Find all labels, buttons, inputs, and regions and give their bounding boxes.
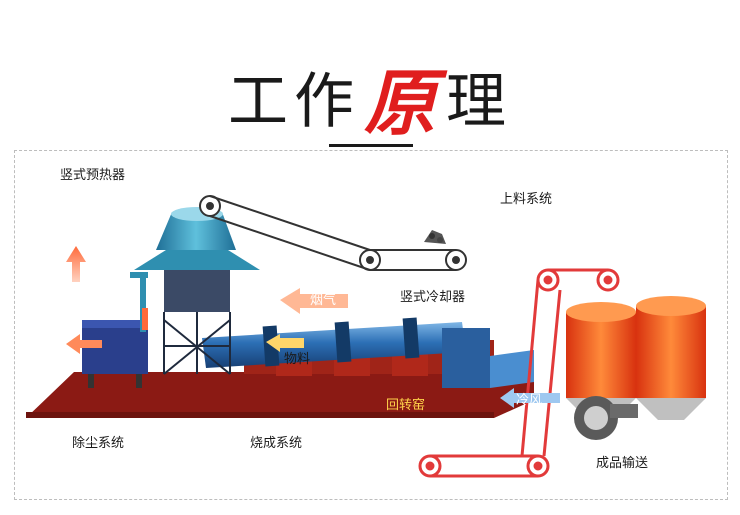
cold-air-label: 冷风 [516, 393, 542, 408]
product-silos [566, 296, 706, 420]
smoke-label: 烟气 [310, 292, 336, 308]
kiln-label: 回转窑 [386, 397, 425, 413]
dust-label: 除尘系统 [72, 436, 125, 451]
title-part-2: 理 [446, 67, 512, 137]
page-title: 工作原理 [0, 44, 740, 149]
product-label: 成品输送 [596, 456, 649, 471]
dust-collector [82, 320, 148, 388]
raw-material-pile [424, 230, 446, 244]
title-underline [329, 144, 413, 147]
preheater-tower [130, 207, 260, 375]
firing-label: 烧成系统 [250, 436, 303, 451]
material-label: 物料 [284, 352, 310, 367]
product-conveyor [418, 268, 620, 478]
cooler-label: 竖式冷却器 [400, 290, 466, 305]
title-accent: 原 [363, 60, 442, 145]
diagram-frame [14, 150, 728, 500]
feeding-conveyor [199, 195, 467, 271]
rotary-kiln [202, 317, 534, 388]
title-part-1: 工作 [227, 67, 360, 137]
cooling-fan [574, 396, 638, 440]
flow-arrows [66, 246, 560, 408]
feeding-label: 上料系统 [500, 192, 553, 207]
preheater-label: 竖式预热器 [60, 168, 126, 183]
process-diagram: 烟气 物料 回转窑 冷风 [26, 195, 706, 478]
